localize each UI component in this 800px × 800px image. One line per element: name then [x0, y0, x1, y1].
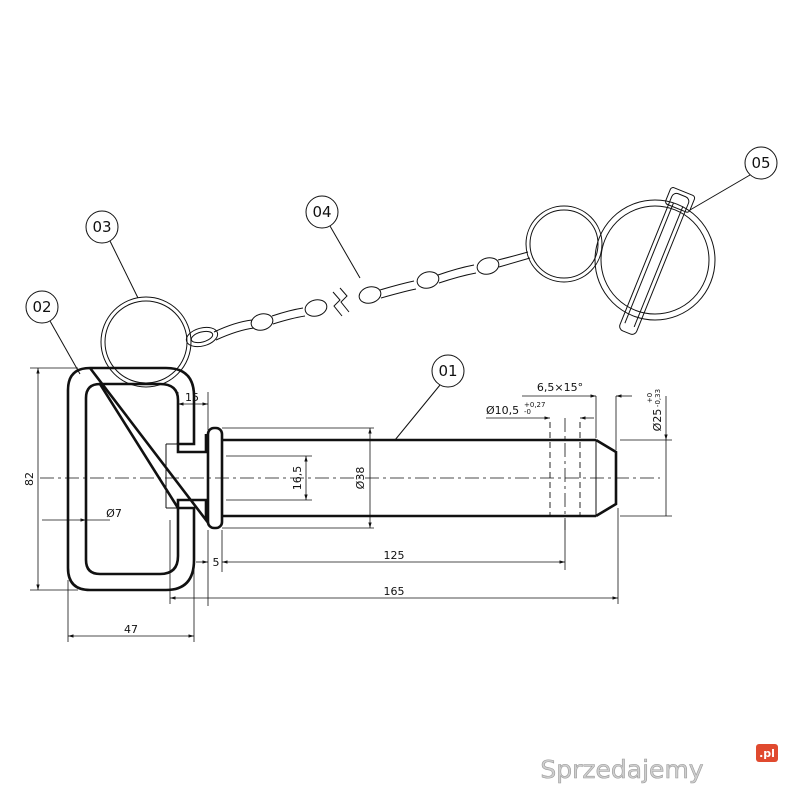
callout-02: 02: [25, 290, 81, 375]
svg-text:+0,27: +0,27: [524, 401, 545, 409]
dimension-5: 5: [196, 530, 223, 606]
dimension-chamfer: 6,5×15°: [522, 381, 632, 450]
svg-text:Ø25: Ø25: [651, 409, 664, 432]
dimension-165: 165: [169, 508, 619, 604]
dimension-dia-7: Ø7: [42, 507, 122, 522]
dimension-16-5: 16,5: [226, 455, 312, 501]
dimension-pin-dia: Ø25 +0 -0,33: [620, 389, 672, 517]
svg-text:Ø7: Ø7: [106, 507, 122, 520]
dimension-82: 82: [23, 367, 78, 591]
callout-03: 03: [85, 210, 139, 299]
svg-text:82: 82: [23, 472, 36, 486]
svg-text:+0: +0: [646, 393, 654, 403]
dimension-dia-38: Ø38: [222, 427, 374, 529]
svg-text:16,5: 16,5: [291, 466, 304, 491]
ring-part-03: [100, 296, 192, 388]
svg-text:47: 47: [124, 623, 138, 636]
callout-05: 05: [689, 146, 778, 211]
svg-text:.pl: .pl: [759, 747, 775, 760]
svg-text:165: 165: [384, 585, 405, 598]
pin-part-01: [40, 418, 660, 530]
svg-text:01: 01: [438, 362, 457, 380]
svg-text:04: 04: [312, 203, 331, 221]
svg-text:15: 15: [185, 391, 199, 404]
svg-text:03: 03: [92, 218, 111, 236]
svg-text:02: 02: [32, 298, 51, 316]
chain-part-04: [185, 251, 531, 348]
svg-text:05: 05: [751, 154, 770, 172]
svg-text:Ø38: Ø38: [354, 467, 367, 490]
callout-01: 01: [394, 354, 465, 441]
dimension-hole-dia: Ø10,5 +0,27 -0: [486, 401, 594, 420]
svg-text:Ø10,5: Ø10,5: [486, 404, 519, 417]
svg-text:6,5×15°: 6,5×15°: [537, 381, 583, 394]
callout-04: 04: [305, 195, 361, 279]
svg-text:5: 5: [213, 556, 220, 569]
svg-text:Sprzedajemy: Sprzedajemy: [540, 755, 703, 784]
svg-text:-0: -0: [524, 408, 531, 416]
dimension-125: 125: [222, 520, 566, 570]
watermark: Sprzedajemy .pl: [540, 744, 778, 784]
lynch-pin-part-05: [525, 187, 716, 335]
svg-text:-0,33: -0,33: [654, 389, 662, 407]
svg-text:125: 125: [384, 549, 405, 562]
dimension-15: 15: [177, 391, 209, 444]
dimension-47: 47: [67, 540, 195, 642]
